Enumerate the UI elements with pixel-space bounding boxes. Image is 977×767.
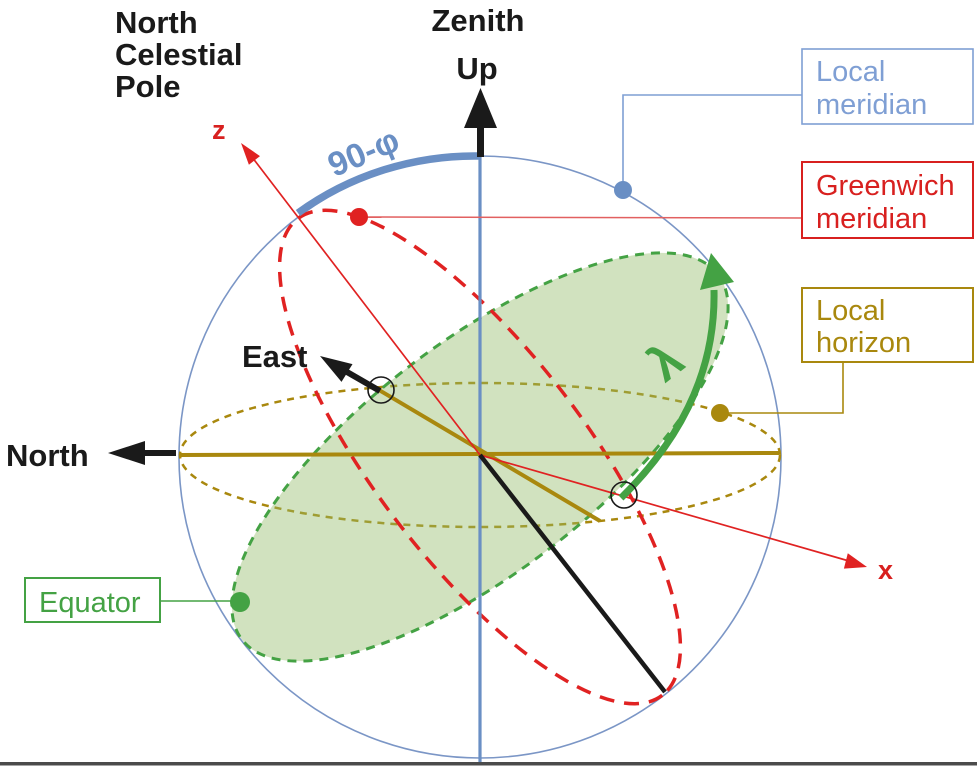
z-axis-arrowhead-icon bbox=[241, 143, 260, 165]
equator-callout-box bbox=[24, 577, 161, 623]
z-axis-line bbox=[251, 156, 481, 456]
east-intersection-marker bbox=[367, 376, 395, 404]
local-horizon-callout-box bbox=[801, 287, 974, 363]
local-meridian-connector bbox=[622, 94, 802, 190]
north-arrowhead-icon bbox=[108, 441, 145, 465]
zenith-arrowhead-icon bbox=[464, 88, 497, 128]
up-label: Up bbox=[456, 51, 497, 86]
z-axis-label: z bbox=[212, 115, 226, 145]
east-arrowhead-icon bbox=[320, 356, 353, 382]
local-meridian-label-line2: meridian bbox=[816, 89, 927, 121]
longitude-arrowhead-icon bbox=[700, 253, 734, 290]
east-arrow-shaft bbox=[345, 369, 382, 394]
north-celestial-pole-label-line1: North bbox=[115, 5, 198, 40]
greenwich-meridian-ellipse bbox=[277, 208, 683, 706]
east-west-line bbox=[377, 388, 602, 523]
equator-dot bbox=[230, 592, 250, 612]
colatitude-arc bbox=[295, 152, 481, 217]
local-horizon-label-line1: Local bbox=[816, 295, 885, 327]
north-celestial-pole-label-line2: Celestial bbox=[115, 37, 243, 72]
greenwich-meridian-label-line1: Greenwich bbox=[816, 170, 955, 202]
local-meridian-callout-box bbox=[801, 48, 974, 125]
zenith-label: Zenith bbox=[432, 3, 525, 38]
greenwich-meridian-connector bbox=[359, 216, 803, 219]
south-pole-direction-line bbox=[478, 453, 667, 694]
x-axis-line bbox=[479, 454, 850, 562]
x-axis-arrowhead-icon bbox=[843, 553, 867, 569]
local-horizon-label-line2: horizon bbox=[816, 327, 911, 359]
north-celestial-pole-label-line3: Pole bbox=[115, 69, 180, 104]
north-direction-label: North bbox=[6, 438, 89, 473]
east-direction-label: East bbox=[242, 339, 307, 374]
local-meridian-label-line1: Local bbox=[816, 56, 885, 88]
local-horizon-dot bbox=[711, 404, 729, 422]
local-meridian-dot bbox=[614, 181, 632, 199]
equator-label: Equator bbox=[39, 587, 141, 619]
equator-greenwich-intersection-marker bbox=[610, 481, 638, 509]
x-axis-label: x bbox=[878, 555, 893, 585]
longitude-arc bbox=[618, 289, 718, 501]
local-horizon-connector bbox=[728, 362, 844, 414]
greenwich-meridian-callout-box bbox=[801, 161, 974, 239]
greenwich-meridian-dot bbox=[350, 208, 368, 226]
greenwich-meridian-label-line2: meridian bbox=[816, 203, 927, 235]
figure-bottom-border bbox=[0, 762, 977, 766]
